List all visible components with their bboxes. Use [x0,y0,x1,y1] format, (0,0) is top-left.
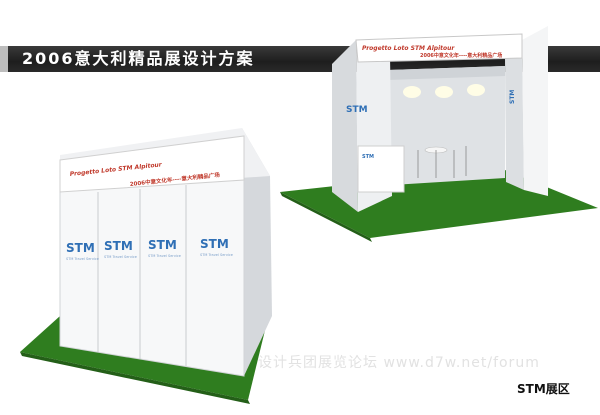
truss [388,66,505,80]
panel-logo: STM [66,241,95,255]
fascia-panel [355,33,523,63]
door-logo: STM [346,105,368,115]
spotlight [467,84,485,96]
open-booth-render: Progetto Loto STM Alpitour 2006中意文化年----… [280,26,598,242]
panel-tagline: STM Travel Service [200,253,233,257]
panel-tagline: STM Travel Service [104,255,137,259]
carpet-edge [20,352,250,404]
left-door [332,40,358,212]
spotlight [403,86,421,98]
title-accent [0,46,8,72]
forum-watermark: 设计兵团展览论坛 www.d7w.net/forum [258,355,540,371]
page-title: 2006意大利精品展设计方案 [22,49,255,68]
back-wall [388,66,505,185]
fascia-cn-text: 2006中意文化年----意大利精品广场 [420,52,502,59]
fascia-panel [59,135,245,193]
panel-logo: STM [104,239,133,253]
carpet-edge [280,192,372,242]
reception-counter [357,145,405,193]
closed-booth-render: Progetto Loto STM Alpitour 2006中意文化年----… [20,128,272,404]
counter-logo: STM [362,154,374,160]
side-wall [242,128,272,376]
front-face [59,175,245,377]
fascia-en-text: Progetto Loto STM Alpitour [362,45,455,52]
right-wall [505,40,524,190]
panel-tagline: STM Travel Service [148,254,181,258]
side-logo: STM [509,90,516,104]
right-door [522,26,548,196]
booth-caption: STM展区 [517,382,570,396]
panel-logo: STM [148,238,177,252]
spotlight [435,86,453,98]
panel-logo: STM [200,237,229,251]
panel-tagline: STM Travel Service [66,257,99,261]
